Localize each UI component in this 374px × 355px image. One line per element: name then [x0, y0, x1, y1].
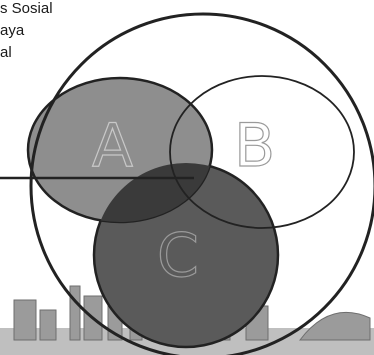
set-a-letter: A: [92, 111, 133, 181]
set-c-letter: C: [157, 221, 199, 291]
set-b-letter: B: [234, 111, 275, 181]
